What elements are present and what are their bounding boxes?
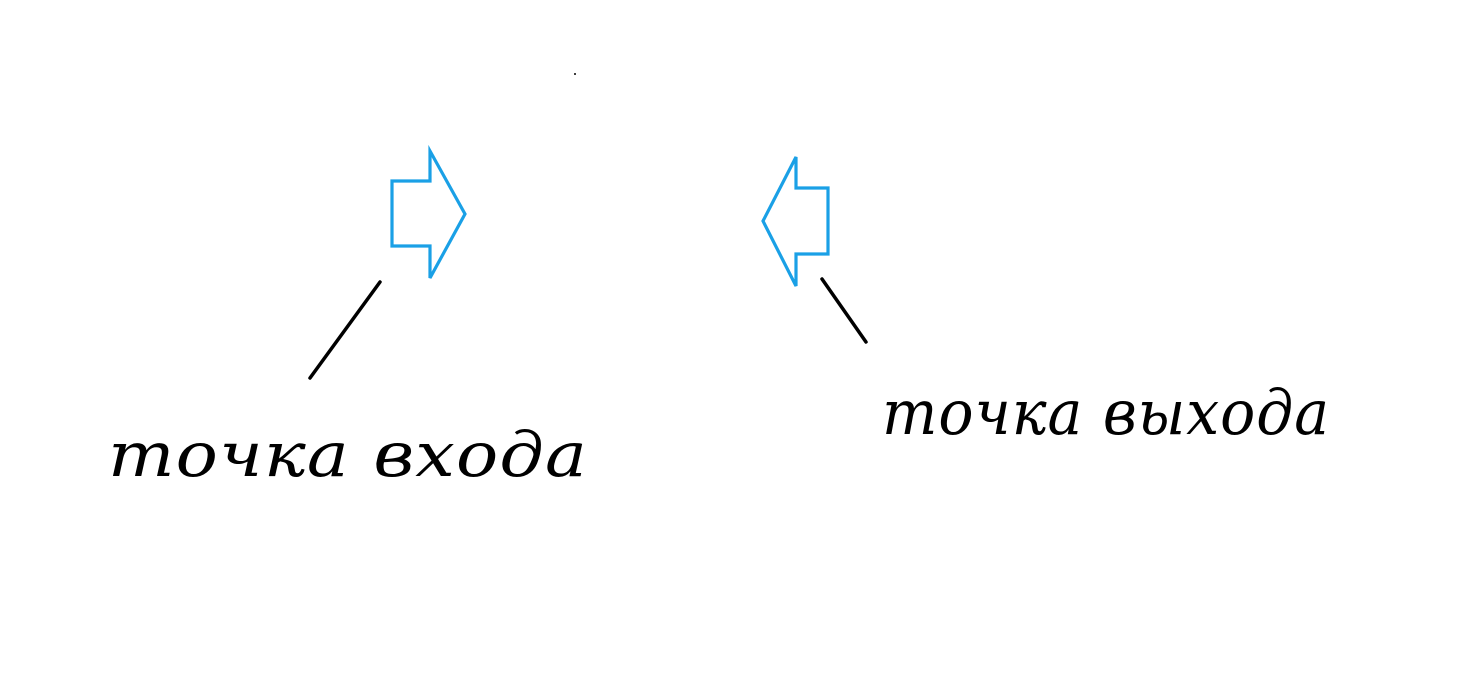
exit-label: точка выхода <box>882 376 1330 449</box>
exit-leader-line <box>820 277 868 344</box>
entry-leader-line <box>308 280 382 380</box>
stray-dot <box>574 73 576 75</box>
entry-label: точка входа <box>108 418 588 491</box>
exit-arrow <box>761 156 830 287</box>
arrow-right-outline-icon <box>390 144 467 279</box>
arrow-left-outline-icon <box>761 156 830 287</box>
entry-arrow <box>390 144 467 279</box>
